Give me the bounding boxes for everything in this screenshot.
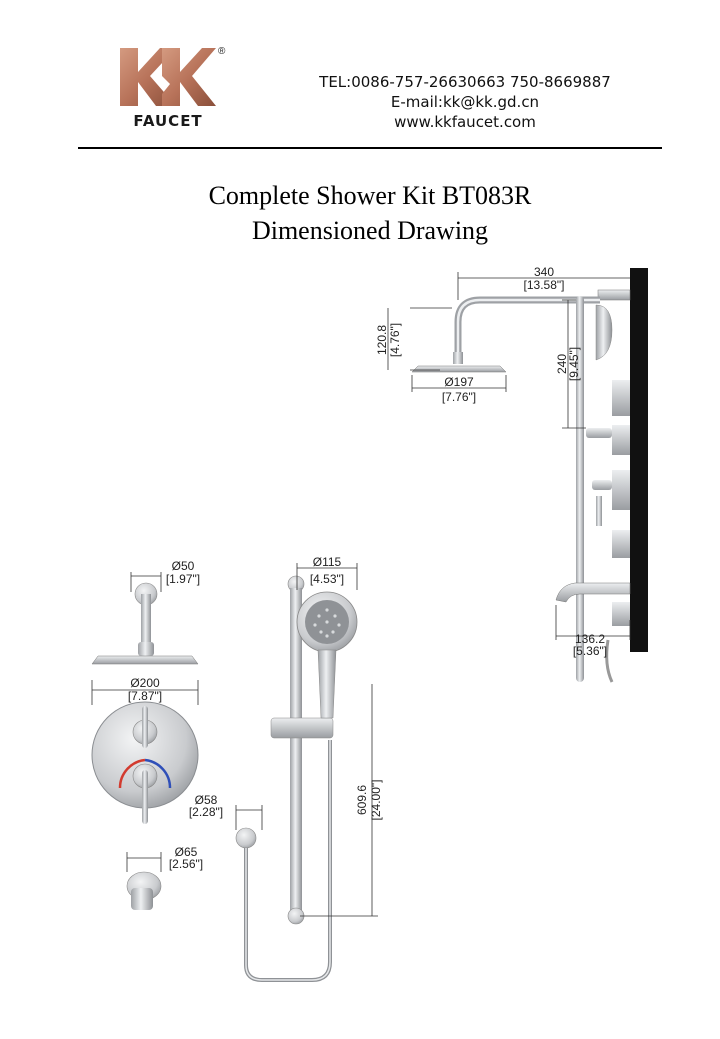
rain-head-front [91, 655, 199, 665]
wall-flange-top [597, 289, 631, 301]
dim-plate-dia-inch: [7.87"] [128, 689, 162, 703]
brand-logo: ® FAUCET [118, 44, 238, 134]
diverter-lever [142, 706, 148, 748]
rain-head-side [411, 365, 507, 373]
dim-hand-shower-dia: Ø115 [313, 555, 342, 569]
dim-flange-dia-inch: [1.97"] [166, 572, 200, 586]
dim-outlet-dia-inch: [2.28"] [189, 805, 223, 819]
contact-email: E-mail:kk@kk.gd.cn [390, 93, 540, 111]
dim-head-dia-inch: [7.76"] [442, 390, 476, 404]
cold-indicator [144, 758, 172, 789]
slide-holder [270, 717, 334, 739]
dim-head-drop: 120.8 [375, 325, 389, 355]
side-view: 340 [13.58"] 120.8 [4.76"] Ø197 [7.76"] … [375, 265, 648, 683]
registered-mark: ® [218, 46, 226, 57]
temp-lever [142, 770, 148, 824]
hose [244, 740, 332, 982]
valve-trim [91, 701, 199, 824]
dim-spout-reach-inch: [5.36"] [573, 644, 607, 658]
tub-spout-front [131, 888, 153, 910]
brand-wordmark: FAUCET [133, 112, 203, 130]
contact-tel: TEL:0086-757-26630663 750-8669887 [319, 73, 611, 91]
dim-hand-shower-dia-inch: [4.53"] [310, 572, 344, 586]
dim-spout-reach: 136.2 [575, 632, 605, 646]
dim-spout-dia: Ø65 [175, 845, 198, 859]
dim-plate-dia: Ø200 [130, 676, 160, 690]
hand-shower-side [595, 304, 613, 361]
contact-block: TEL:0086-757-26630663 750-8669887 E-mail… [300, 72, 630, 132]
hose-side [605, 639, 614, 683]
dim-bar-length: 609.6 [355, 785, 369, 815]
dim-spout-dia-inch: [2.56"] [169, 857, 203, 871]
slide-bar [290, 588, 302, 914]
front-tub-spout: Ø65 [2.56"] [126, 845, 203, 910]
dim-flange-dia: Ø50 [172, 559, 195, 573]
dim-bar-length-inch: [24.00"] [369, 780, 383, 821]
front-rain-head: Ø50 [1.97"] Ø200 [7.87"] [91, 559, 200, 705]
dim-head-dia: Ø197 [444, 375, 474, 389]
arm-front [141, 594, 151, 644]
dim-rail-gap: 240 [555, 354, 569, 374]
page-title: Complete Shower Kit BT083R Dimensioned D… [0, 178, 720, 248]
dim-rail-gap-inch: [9.45"] [567, 347, 581, 381]
header-divider [78, 147, 662, 149]
dim-arm-length-inch: [13.58"] [524, 278, 565, 292]
contact-web: www.kkfaucet.com [394, 113, 536, 131]
handle-side-2 [592, 480, 612, 490]
handle-side-1 [586, 428, 612, 438]
kk-logo-mark [120, 48, 216, 106]
title-line-1: Complete Shower Kit BT083R [208, 181, 532, 210]
water-outlet [235, 827, 257, 849]
dim-head-drop-inch: [4.76"] [388, 323, 402, 357]
dim-outlet-dia: Ø58 [195, 793, 218, 807]
tub-spout-side [555, 582, 631, 603]
wall [630, 268, 648, 652]
slide-bar-set: Ø115 [4.53"] 609.6 [24.00"] Ø58 [2.28"] [189, 555, 383, 982]
hot-indicator [118, 758, 146, 789]
title-line-2: Dimensioned Drawing [251, 216, 489, 245]
dim-arm-length: 340 [534, 265, 554, 279]
hand-shower-handle [317, 649, 337, 719]
